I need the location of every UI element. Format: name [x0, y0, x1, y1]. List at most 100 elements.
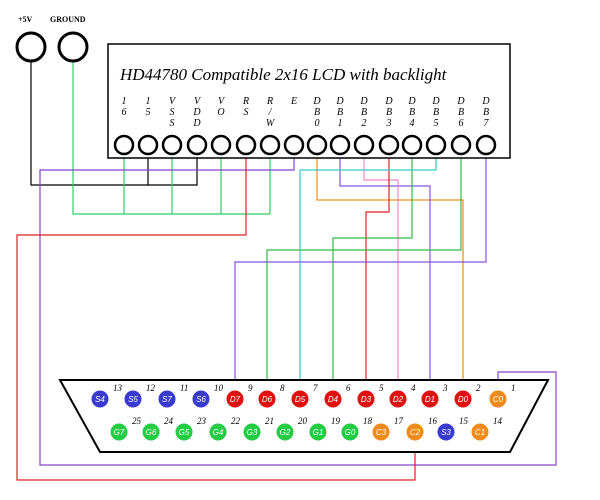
db25-pin-g1 — [309, 423, 327, 441]
lcd-pin-label: 5 — [434, 118, 439, 129]
db25-pin-label: G4 — [213, 428, 224, 437]
db25-pin-label: D1 — [425, 395, 435, 404]
db25-pin-field: S413S512S711S610D79D68D57D46D35D24D13D02… — [91, 383, 516, 441]
lcd-pin-label: B — [386, 107, 392, 118]
db25-pin-number: 1 — [511, 383, 516, 393]
lcd-pin-label: D — [335, 96, 344, 107]
db25-pin-label: G2 — [280, 428, 291, 437]
wires-layer — [16, 61, 557, 481]
lcd-pin-label: V — [194, 96, 202, 107]
lcd-pin-label: D — [359, 96, 368, 107]
db25-pin-number: 19 — [331, 416, 341, 426]
lcd-pin-label: B — [433, 107, 439, 118]
db25-pin-number: 14 — [493, 416, 503, 426]
lcd-pin — [401, 134, 423, 156]
lcd-pin — [235, 134, 257, 156]
vcc-label: +5V — [18, 15, 33, 24]
lcd-pin-label: R — [266, 96, 273, 107]
db25-pin-d3 — [357, 390, 375, 408]
db2-wire — [363, 154, 399, 390]
lcd-pin — [113, 134, 135, 156]
db7-wire — [234, 154, 487, 390]
lcd-pin-label: D — [431, 96, 440, 107]
db25-pin-number: 15 — [459, 416, 469, 426]
lcd-pin-label: D — [407, 96, 416, 107]
lcd-pin-label: D — [192, 118, 201, 129]
db25-pin-number: 7 — [313, 383, 318, 393]
db25-pin-number: 13 — [113, 383, 123, 393]
db25-pin-g5 — [175, 423, 193, 441]
lcd-pin — [283, 134, 305, 156]
db25-pin-d6 — [258, 390, 276, 408]
lcd-pin-label: 1 — [338, 118, 343, 129]
lcd-pin — [450, 134, 472, 156]
db25-pin-g6 — [142, 423, 160, 441]
db25-pin-number: 25 — [132, 416, 142, 426]
db25-pin-label: C3 — [376, 428, 387, 437]
vdd-wire — [148, 154, 198, 186]
lcd-pin — [353, 134, 375, 156]
lcd-pin-label: B — [483, 107, 489, 118]
lcd-pin-label: R — [242, 96, 249, 107]
lcd-module: HD44780 Compatible 2x16 LCD with backlig… — [107, 43, 511, 159]
lcd-pin-label: 3 — [386, 118, 392, 129]
db25-pin-label: D0 — [458, 395, 469, 404]
lcd-pin — [306, 134, 328, 156]
lcd-pin-label: S — [244, 107, 249, 118]
lcd-pin-label: 6 — [122, 107, 127, 118]
lcd-pin-label: S — [170, 107, 175, 118]
db25-pin-label: G6 — [146, 428, 157, 437]
db25-pin-number: 8 — [280, 383, 285, 393]
lcd-pin-label: B — [458, 107, 464, 118]
db25-pin-g2 — [276, 423, 294, 441]
db25-pin-g0 — [341, 423, 359, 441]
db25-pin-number: 23 — [197, 416, 207, 426]
db25-pin-g7 — [110, 423, 128, 441]
lcd-pin — [161, 134, 183, 156]
lcd-pin-label: 7 — [484, 118, 490, 129]
lcd-pin-label: / — [268, 107, 273, 118]
db25-pin-label: S7 — [162, 395, 172, 404]
vcc-terminal — [15, 31, 47, 63]
db25-pin-label: S5 — [128, 395, 138, 404]
db25-pin-s6 — [192, 390, 210, 408]
db6-wire — [266, 154, 462, 390]
db25-pin-number: 18 — [363, 416, 373, 426]
db25-pin-number: 20 — [298, 416, 308, 426]
lcd-pin-label: D — [481, 96, 490, 107]
db1-wire — [339, 154, 431, 390]
db25-pin-number: 3 — [442, 383, 448, 393]
lcd-pin-label: 4 — [410, 118, 415, 129]
lcd-pin-label: D — [384, 96, 393, 107]
db25-pin-label: G7 — [114, 428, 125, 437]
lcd-pin-label: B — [337, 107, 343, 118]
db25-pin-number: 24 — [164, 416, 174, 426]
lcd-pin-label: W — [266, 118, 276, 129]
lcd-pin-label: D — [312, 96, 321, 107]
db25-pin-d1 — [421, 390, 439, 408]
db25-pin-label: G1 — [313, 428, 324, 437]
db0-wire — [316, 154, 464, 390]
lcd-pin — [475, 134, 497, 156]
lcd-pin-label: S — [170, 118, 175, 129]
db25-pin-g4 — [209, 423, 227, 441]
db25-pin-s3 — [437, 423, 455, 441]
db25-connector: S413S512S711S610D79D68D57D46D35D24D13D02… — [58, 379, 550, 453]
db25-pin-g3 — [243, 423, 261, 441]
lcd-pin-label: 2 — [362, 118, 367, 129]
db4-wire — [332, 154, 413, 390]
db25-pin-d5 — [291, 390, 309, 408]
power-terminals: +5V GROUND — [15, 15, 89, 63]
db25-pin-label: C0 — [493, 395, 504, 404]
ground-terminal — [57, 31, 89, 63]
lcd-pin — [378, 134, 400, 156]
db25-pin-d7 — [226, 390, 244, 408]
db25-pin-number: 4 — [411, 383, 416, 393]
lcd-pin — [137, 134, 159, 156]
db25-pin-label: D3 — [361, 395, 372, 404]
db25-pin-label: D2 — [393, 395, 404, 404]
lcd-pin — [329, 134, 351, 156]
lcd-pin-label: 5 — [146, 107, 151, 118]
db25-pin-number: 12 — [146, 383, 156, 393]
